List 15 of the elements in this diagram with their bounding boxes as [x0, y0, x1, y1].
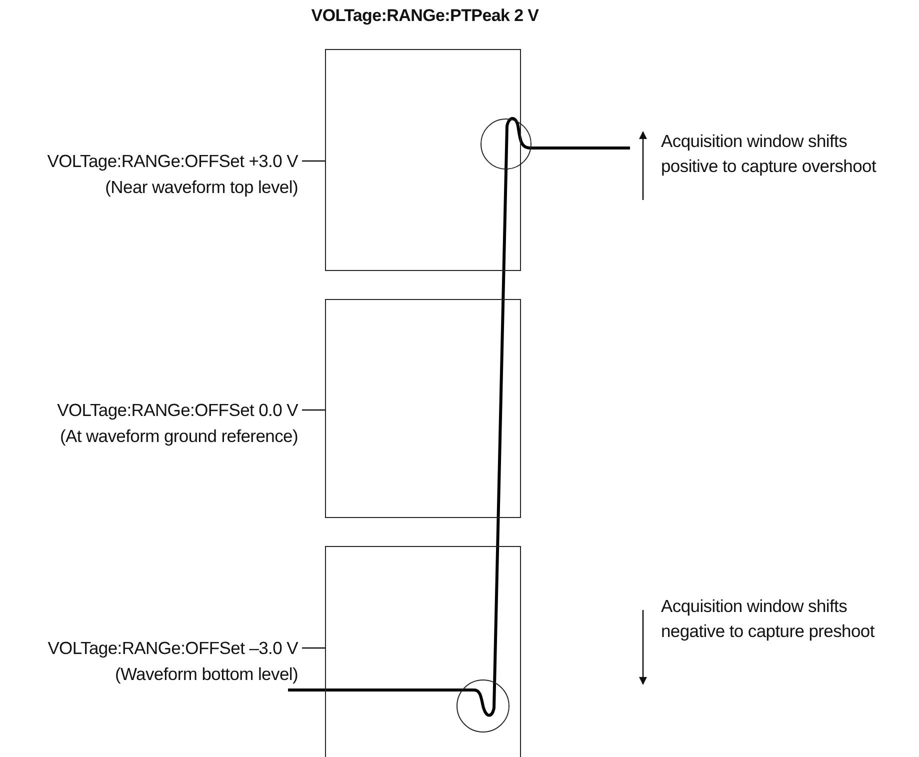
leader-line	[302, 409, 325, 411]
diagram-title: VOLTage:RANGe:PTPeak 2 V	[310, 6, 540, 26]
offset-command-label: VOLTage:RANGe:OFFSet +3.0 V	[46, 150, 298, 173]
display-window	[325, 546, 521, 757]
display-window	[325, 299, 521, 518]
leader-line	[302, 160, 325, 162]
offset-description: (At waveform ground reference)	[58, 425, 298, 448]
offset-description: (Waveform bottom level)	[114, 663, 298, 686]
offset-command-label: VOLTage:RANGe:OFFSet –3.0 V	[46, 637, 298, 660]
annotation-text: Acquisition window shifts negative to capture preshoot	[661, 595, 876, 643]
annotation-text: Acquisition window shifts positive to capture overshoot	[661, 130, 878, 178]
offset-description: (Near waveform top level)	[104, 176, 298, 199]
display-window	[325, 49, 521, 271]
leader-line	[302, 647, 325, 649]
offset-command-label: VOLTage:RANGe:OFFSet 0.0 V	[56, 399, 298, 422]
